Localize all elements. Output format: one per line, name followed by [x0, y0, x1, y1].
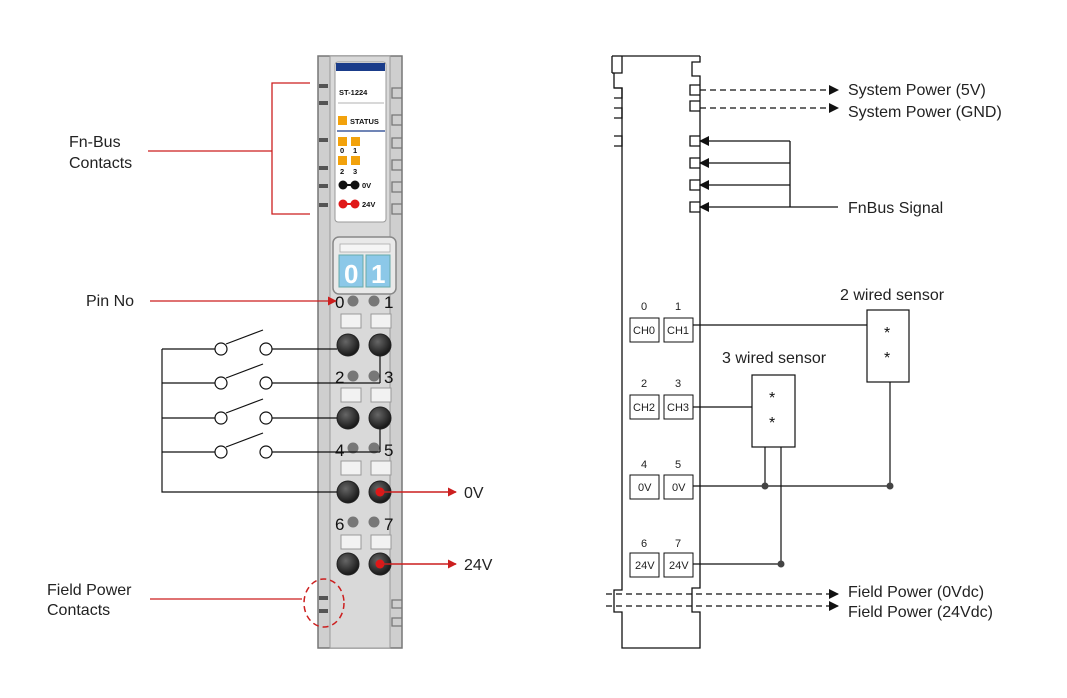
two-wired-sensor: 2 wired sensor * * [840, 287, 945, 383]
fn-bus-contact-pins [319, 84, 328, 207]
terminal-0v-b: 0V [672, 482, 686, 494]
pin-window-digit-1: 0 [344, 259, 358, 289]
pin-6-label: 6 [335, 515, 344, 534]
schematic-terminals: 0 1 CH0 CH1 2 3 CH2 CH3 4 5 0V 0V 6 7 24… [629, 301, 694, 578]
terminal-ch2: CH2 [633, 402, 655, 414]
system-power-gnd-label: System Power (GND) [848, 104, 1002, 121]
channel-led-3-label: 3 [353, 167, 357, 176]
three-wired-sensor-mark-2: * [769, 415, 775, 432]
pin-window-digit-box-2 [365, 254, 391, 288]
three-wired-sensor-mark-1: * [769, 390, 775, 407]
fn-bus-label-line1: Fn-Bus [69, 134, 121, 151]
pin-2-label: 2 [335, 368, 344, 387]
fn-bus-label-line2: Contacts [69, 155, 132, 172]
fnbus-signal-arrows [699, 136, 838, 212]
status-led [338, 116, 347, 125]
ov-led-label: 0V [362, 181, 371, 190]
terminal-pin-5: 5 [675, 459, 681, 471]
field-power-0v-label: Field Power (0Vdc) [848, 584, 984, 601]
field-power-label-line1: Field Power [47, 582, 132, 599]
three-wired-sensor: 3 wired sensor * * [722, 350, 827, 448]
terminal-group-6-7: 6 7 [335, 515, 393, 576]
v24-arrow: 24V [375, 557, 493, 574]
fn-bus-annotation: Fn-Bus Contacts [69, 82, 310, 215]
terminal-pin-4: 4 [641, 459, 647, 471]
module-model: ST-1224 [339, 88, 368, 97]
terminal-24v-a: 24V [635, 560, 655, 572]
pin-5-label: 5 [384, 441, 393, 460]
terminal-hole-2 [336, 406, 360, 430]
terminal-pin-0: 0 [641, 301, 647, 313]
label-panel-header [336, 63, 385, 71]
field-power-contact-pins [319, 596, 328, 613]
system-power-arrows: System Power (5V) System Power (GND) [700, 82, 1002, 121]
terminal-group-2-3: 2 3 [335, 368, 393, 430]
channel-led-1 [351, 137, 360, 146]
channel-led-1-label: 1 [353, 146, 357, 155]
field-power-highlight [303, 578, 345, 628]
pin-0-label: 0 [335, 293, 344, 312]
wiring-junctions [761, 482, 894, 568]
terminal-hole-4 [336, 480, 360, 504]
terminal-pin-6: 6 [641, 538, 647, 550]
terminal-hole-0 [336, 333, 360, 357]
right-edge-notches [391, 87, 402, 627]
terminal-hole-3 [368, 406, 392, 430]
terminal-pin-2: 2 [641, 378, 647, 390]
terminal-24v-b: 24V [669, 560, 689, 572]
field-power-arrows: Field Power (0Vdc) Field Power (24Vdc) [606, 584, 993, 621]
terminal-hole-6 [336, 552, 360, 576]
v24-arrow-label: 24V [464, 557, 493, 574]
switch-wiring [161, 329, 381, 493]
field-power-24v-label: Field Power (24Vdc) [848, 604, 993, 621]
terminal-pin-1: 1 [675, 301, 681, 313]
terminal-ch0: CH0 [633, 325, 655, 337]
pin-7-label: 7 [384, 515, 393, 534]
terminal-hole-1 [368, 333, 392, 357]
channel-led-2-label: 2 [340, 167, 344, 176]
ov-arrow-label: 0V [464, 485, 484, 502]
ov-arrow: 0V [375, 485, 484, 502]
terminal-ch1: CH1 [667, 325, 689, 337]
field-power-annotation: Field Power Contacts [47, 578, 345, 628]
status-label: STATUS [350, 117, 379, 126]
pin-window-digit-2: 1 [371, 259, 385, 289]
system-power-5v-label: System Power (5V) [848, 82, 986, 99]
pin-4-label: 4 [335, 441, 344, 460]
module-illustration: ST-1224 STATUS 0 1 2 3 0V 24V 0 1 [317, 55, 403, 649]
two-wired-sensor-label: 2 wired sensor [840, 287, 945, 304]
schematic-bus-tabs [614, 84, 700, 213]
fnbus-signal-label: FnBus Signal [848, 200, 943, 217]
pin-no-annotation: Pin No [86, 293, 337, 310]
terminal-pin-3: 3 [675, 378, 681, 390]
channel-led-2 [338, 156, 347, 165]
pin-1-label: 1 [384, 293, 393, 312]
terminal-pin-7: 7 [675, 538, 681, 550]
terminal-ch3: CH3 [667, 402, 689, 414]
channel-led-0-label: 0 [340, 146, 344, 155]
pin-no-label: Pin No [86, 293, 134, 310]
channel-led-3 [351, 156, 360, 165]
v24-led-label: 24V [362, 200, 375, 209]
sensor-wiring [693, 324, 891, 565]
channel-led-0 [338, 137, 347, 146]
terminal-0v-a: 0V [638, 482, 652, 494]
two-wired-sensor-mark-1: * [884, 325, 890, 342]
field-power-label-line2: Contacts [47, 602, 110, 619]
terminal-group-0-1: 0 1 [335, 293, 393, 357]
label-panel [334, 61, 387, 223]
three-wired-sensor-label: 3 wired sensor [722, 350, 827, 367]
two-wired-sensor-mark-2: * [884, 350, 890, 367]
pin-window-digit-box-1 [338, 254, 364, 288]
pin-3-label: 3 [384, 368, 393, 387]
